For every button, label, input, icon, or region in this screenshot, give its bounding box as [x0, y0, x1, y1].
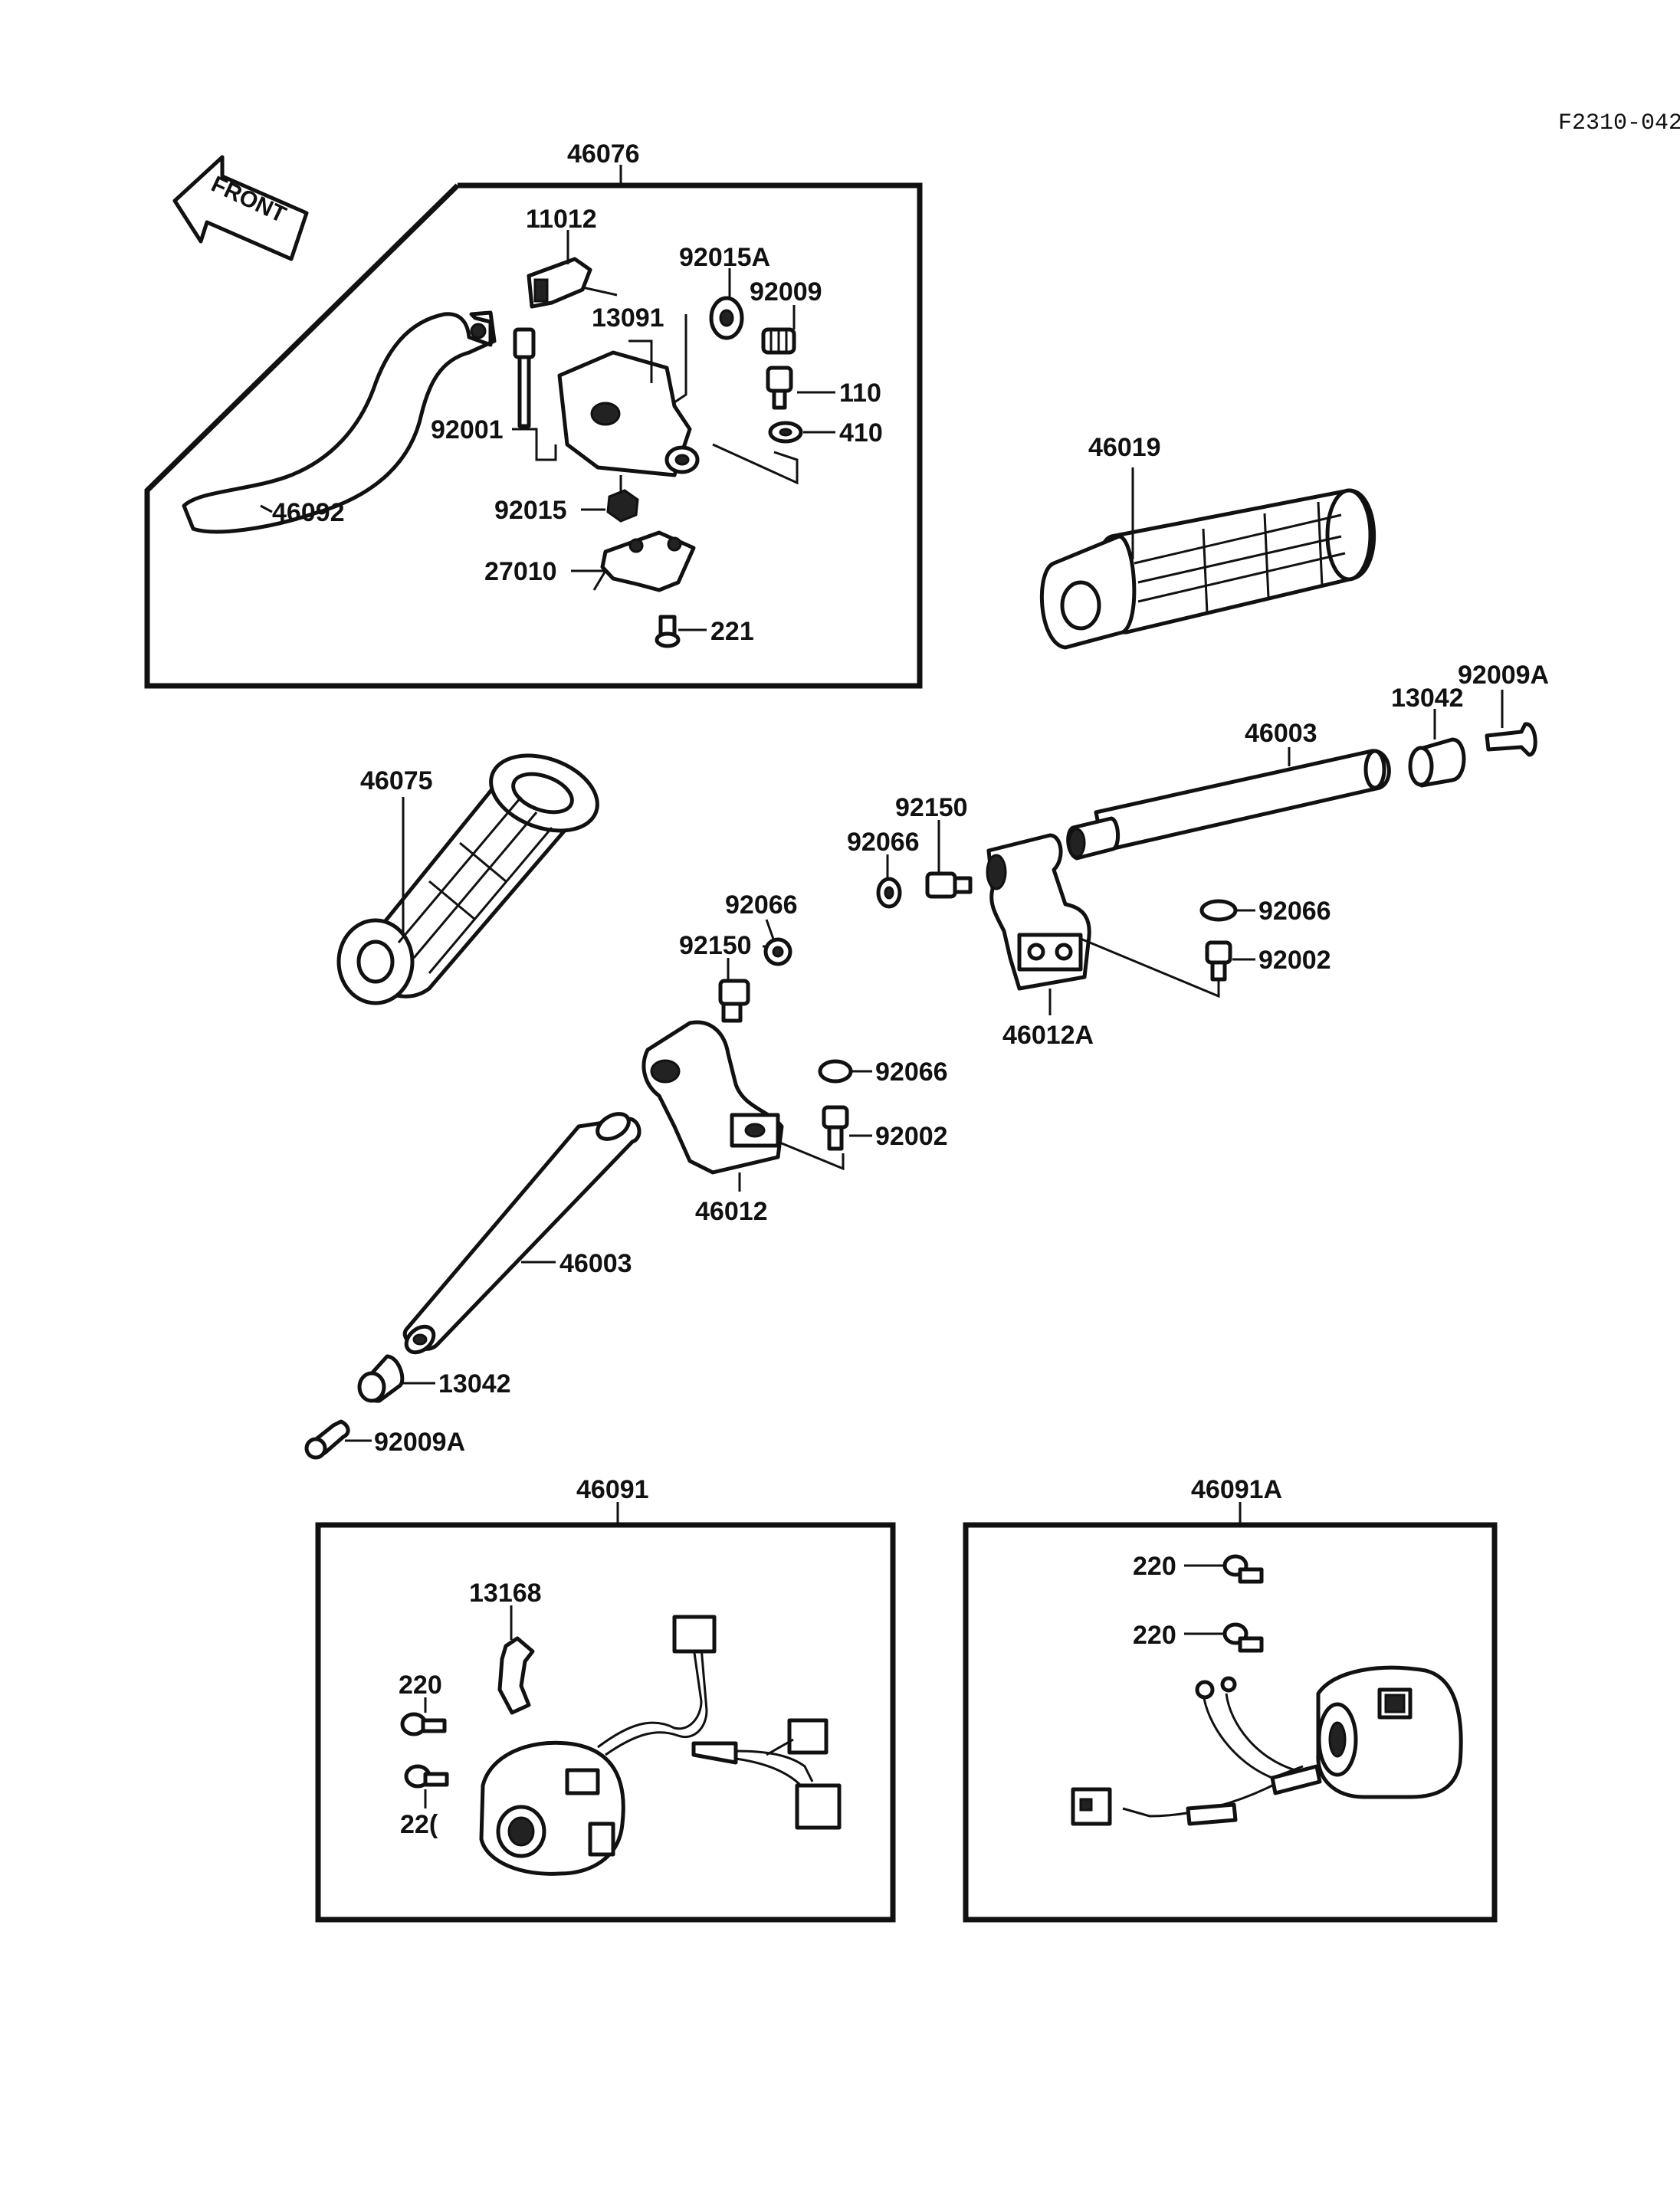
label-46075: 46075	[360, 766, 433, 795]
screw-92150-right	[925, 871, 973, 899]
bracket-13168	[497, 1636, 535, 1715]
clutch-bracket-46012	[641, 1020, 784, 1175]
throttle-housing-46012A	[986, 833, 1091, 991]
grip-46075	[336, 753, 599, 1005]
label-92009A-left: 92009A	[374, 1428, 465, 1457]
screw-221	[655, 615, 681, 648]
switch-27010	[592, 530, 696, 592]
end-weight-13042-right	[1408, 737, 1466, 788]
throttle-grip-46019	[1039, 488, 1376, 650]
handlebar-46003-left	[402, 1112, 641, 1355]
label-27010: 27010	[484, 557, 557, 586]
label-110: 110	[839, 379, 881, 408]
label-92066-right-2: 92066	[1258, 897, 1331, 926]
label-92066-left-1: 92066	[725, 890, 798, 920]
label-92066-left-2: 92066	[875, 1058, 948, 1087]
clutch-lever-assembly-group: 46076	[144, 139, 923, 689]
lever-holder-13091	[557, 350, 700, 477]
label-92015: 92015	[494, 496, 567, 525]
pivot-bolt-110	[766, 366, 793, 410]
figure-code: F2310-0423	[1558, 110, 1680, 136]
left-handlebar-switch	[479, 1615, 842, 1876]
bolt-92001	[513, 327, 536, 428]
screw-92150-left	[718, 979, 750, 1023]
nut-92066-left-1	[763, 937, 792, 966]
label-46092: 46092	[272, 498, 345, 527]
screw-220-left-2	[404, 1764, 449, 1789]
front-arrow-icon: FRONT	[172, 155, 309, 261]
screw-92009A-right	[1485, 722, 1537, 757]
screw-220-right-2	[1222, 1622, 1264, 1653]
label-46003-left: 46003	[559, 1249, 632, 1278]
washer-410	[768, 421, 803, 444]
group-label-46076: 46076	[567, 139, 640, 169]
screw-92002-left	[822, 1105, 849, 1151]
label-92009: 92009	[750, 277, 822, 307]
label-13042-left: 13042	[438, 1369, 511, 1399]
label-92001: 92001	[431, 415, 504, 444]
label-92002-right: 92002	[1258, 946, 1331, 975]
label-13091: 13091	[592, 303, 664, 333]
screw-220-left-1	[400, 1712, 447, 1736]
nut-92066-left-2	[818, 1059, 853, 1084]
label-92150-right: 92150	[895, 793, 968, 822]
left-switch-group: 46091	[315, 1475, 896, 1923]
label-46019: 46019	[1088, 433, 1161, 462]
right-handlebar-switch	[1071, 1665, 1463, 1826]
label-220-right-1: 220	[1133, 1552, 1176, 1581]
label-13042-right: 13042	[1391, 684, 1464, 713]
nut-92015	[606, 489, 639, 523]
group-label-46091: 46091	[576, 1475, 649, 1504]
end-weight-13042-left	[357, 1354, 405, 1403]
label-92015A: 92015A	[679, 243, 770, 272]
clutch-lever-46092	[182, 310, 497, 534]
label-11012: 11012	[526, 205, 597, 234]
label-46012A: 46012A	[1002, 1021, 1094, 1050]
label-92150-left: 92150	[679, 931, 752, 960]
label-92009A-right: 92009A	[1458, 661, 1549, 690]
label-220-right-2: 220	[1133, 1621, 1176, 1650]
label-92002-left: 92002	[875, 1122, 948, 1151]
label-46003-right: 46003	[1245, 719, 1317, 748]
group-label-46091A: 46091A	[1191, 1475, 1282, 1504]
label-410: 410	[839, 418, 883, 448]
cable-clamp-11012	[527, 257, 618, 309]
handlebar-46003-right	[1066, 749, 1391, 861]
screw-92009A-left	[304, 1419, 350, 1460]
label-46012: 46012	[695, 1197, 768, 1226]
label-13168: 13168	[469, 1579, 542, 1608]
label-221: 221	[710, 617, 754, 646]
nut-92066-right-2	[1199, 899, 1238, 922]
label-220-left-2: 22(	[400, 1810, 438, 1839]
screw-220-right-1	[1222, 1554, 1264, 1584]
washer-92015A	[709, 296, 744, 340]
nut-92066-right-1	[876, 877, 902, 909]
screw-92002-right	[1205, 940, 1232, 982]
adjuster-92009	[761, 327, 796, 355]
label-92066-right-1: 92066	[847, 828, 920, 857]
right-switch-group: 46091A	[963, 1475, 1498, 1923]
label-220-left-1: 220	[399, 1671, 442, 1700]
